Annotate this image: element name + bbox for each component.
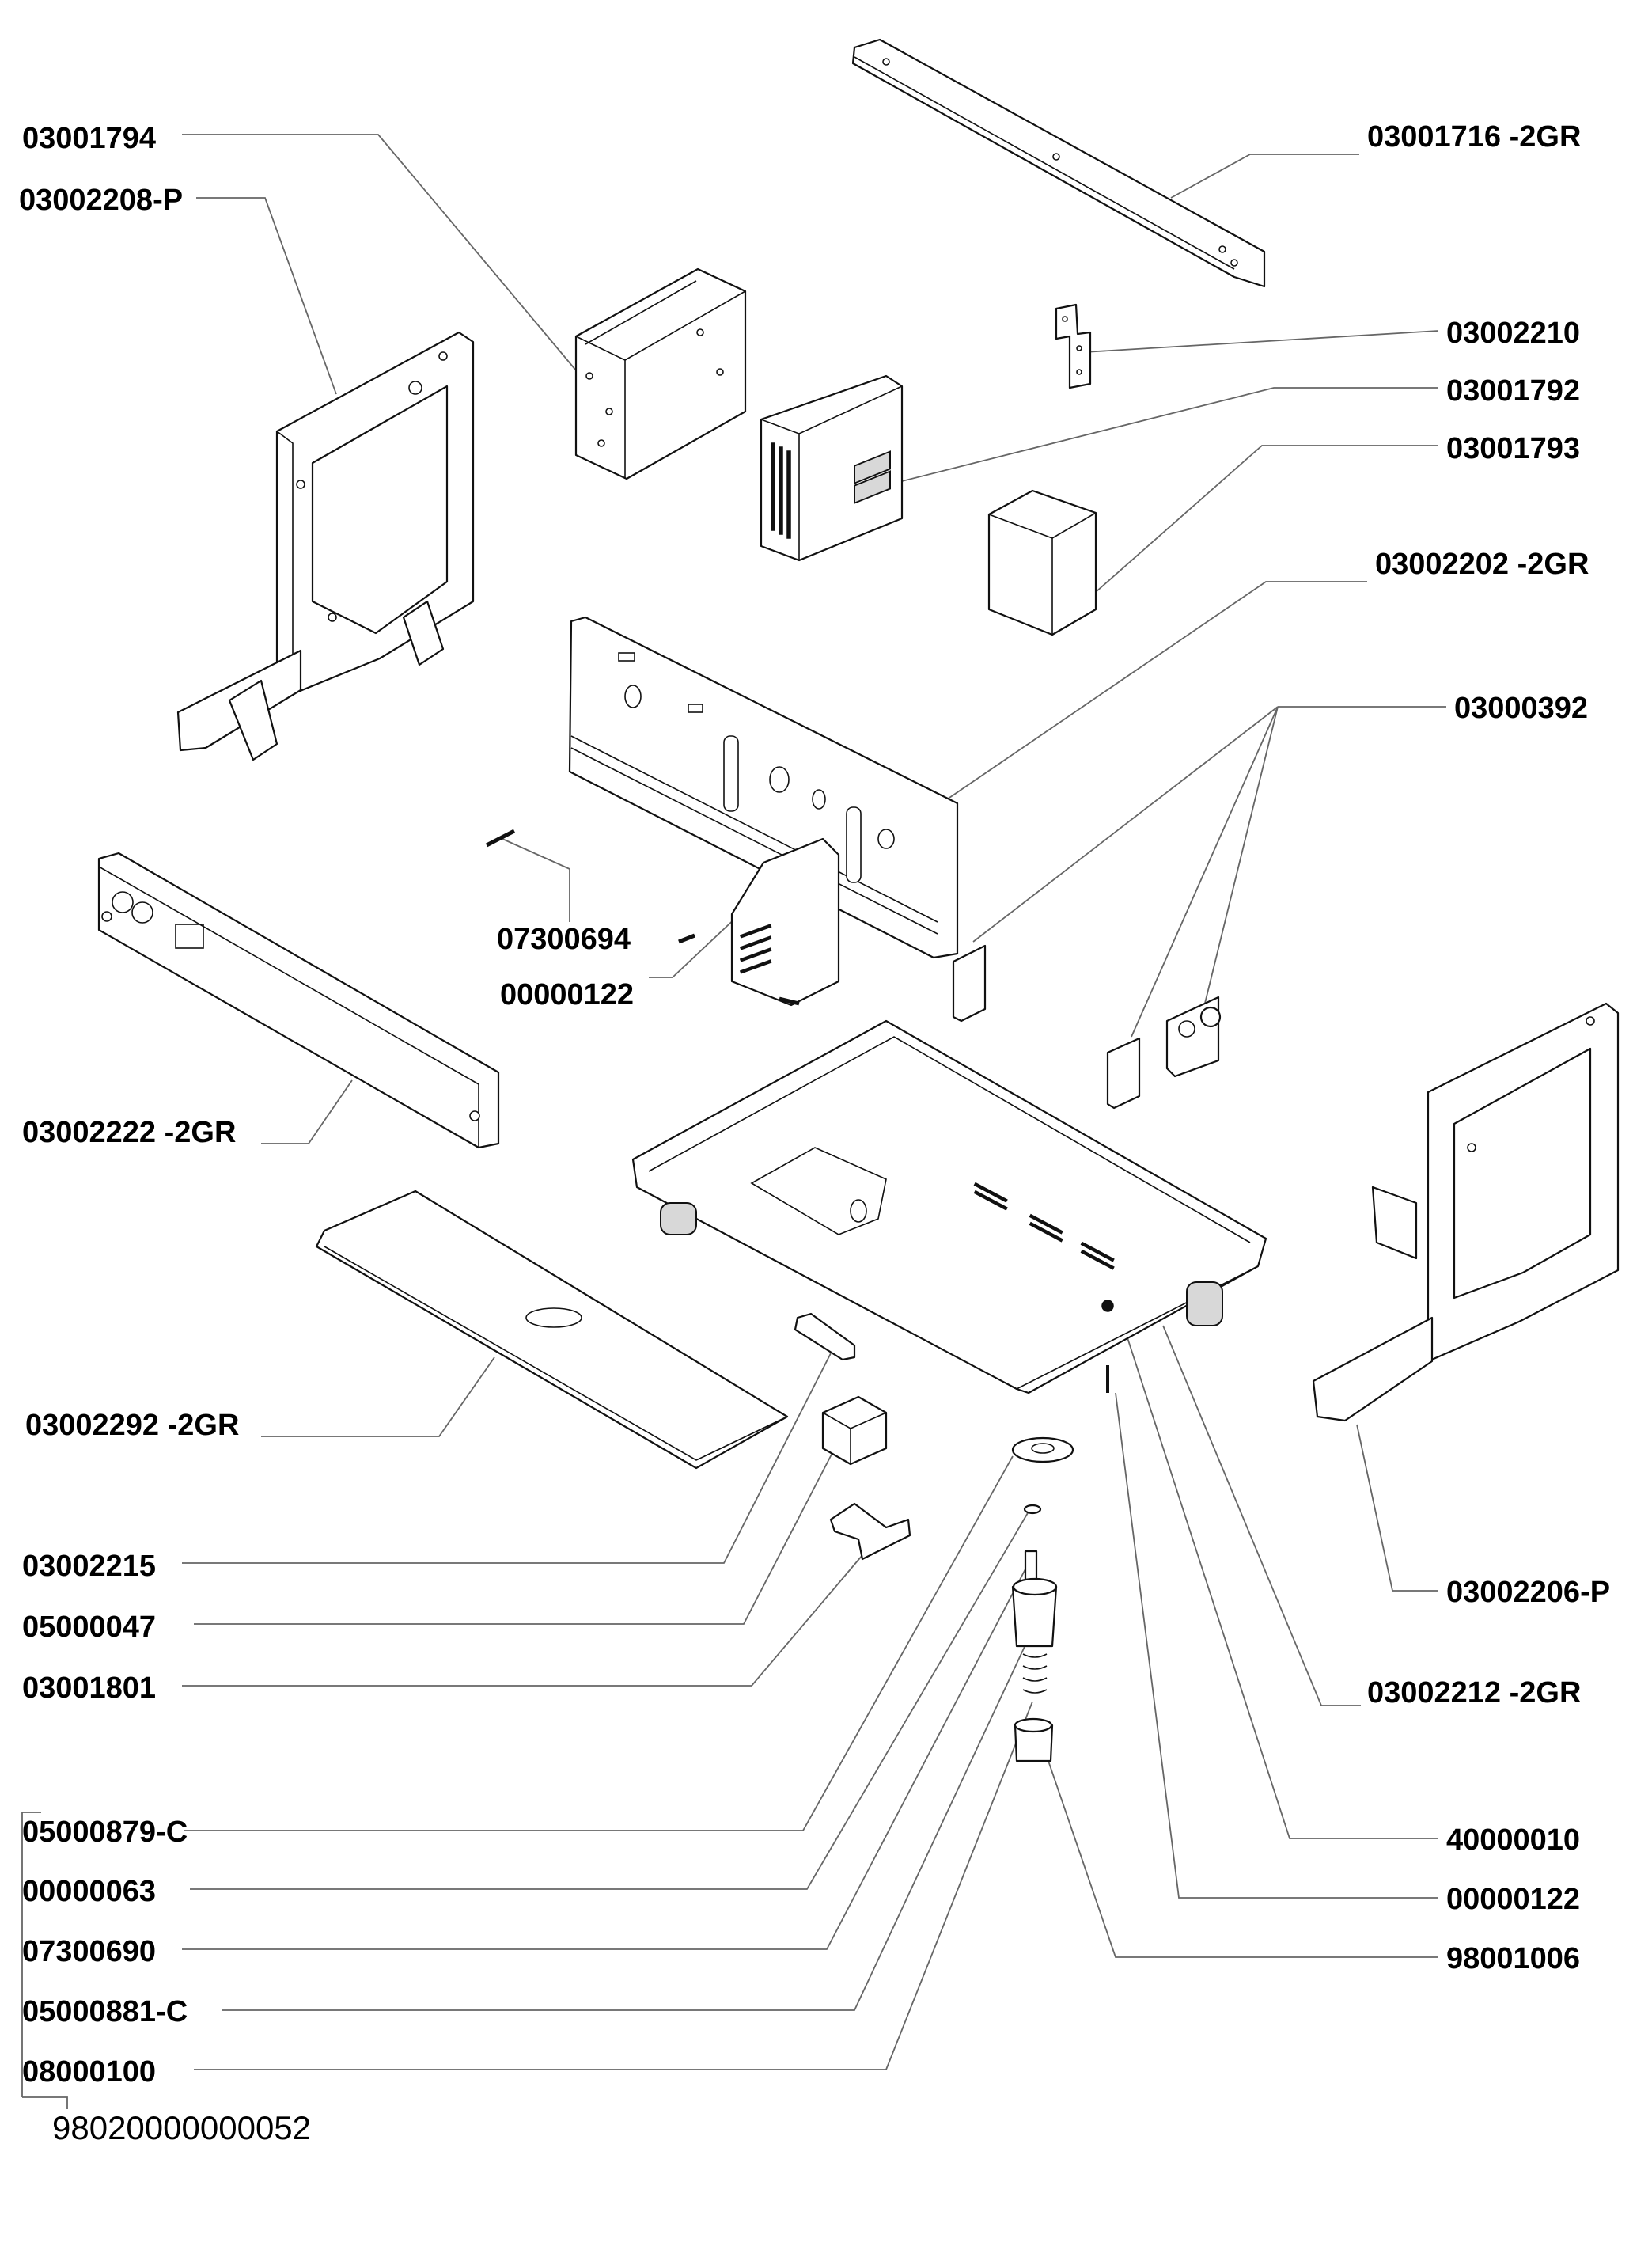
leader-03001792 — [901, 387, 1438, 482]
assembly-code-label[interactable]: 98020000000052 — [52, 2109, 312, 2146]
part-label-03002206-p[interactable]: 03002206-P — [1446, 1576, 1611, 1609]
part-label-40000010[interactable]: 40000010 — [1446, 1823, 1581, 1857]
transformer-box-part — [987, 489, 1097, 636]
leader-03002208P — [196, 197, 337, 395]
leader-98001006 — [1048, 1760, 1438, 1958]
leader-03002292 — [261, 1356, 495, 1437]
angle-bracket-part — [829, 1502, 911, 1561]
part-label-05000881-c[interactable]: 05000881-C — [22, 1995, 188, 2028]
part-label-08000100[interactable]: 08000100 — [22, 2055, 157, 2089]
part-label-00000122-a[interactable]: 00000122 — [500, 978, 635, 1011]
part-label-05000047[interactable]: 05000047 — [22, 1611, 157, 1644]
left-side-frame-part — [176, 331, 475, 761]
leader-03001794 — [182, 134, 577, 371]
leader-07300690 — [182, 1562, 1029, 1950]
leader-05000879C — [184, 1455, 1014, 1831]
part-label-03001794[interactable]: 03001794 — [22, 122, 157, 155]
leader-05000881C — [222, 1637, 1029, 2011]
leader-08000100 — [194, 1701, 1033, 2070]
tray-screw-part — [1101, 1300, 1114, 1393]
leader-03001801 — [182, 1554, 863, 1687]
part-label-07300690[interactable]: 07300690 — [22, 1935, 157, 1968]
leader-03002206P — [1356, 1424, 1438, 1592]
clip-bracket-parts — [952, 944, 1222, 1110]
leader-07300694 — [502, 838, 570, 922]
leader-03002222 — [261, 1079, 353, 1144]
part-label-03002222[interactable]: 03002222 -2GR — [22, 1116, 237, 1149]
part-label-03002202[interactable]: 03002202 -2GR — [1375, 548, 1589, 581]
leader-03002212 — [1162, 1325, 1361, 1706]
part-label-03000392[interactable]: 03000392 — [1454, 692, 1589, 725]
leader-03001716 — [1170, 154, 1359, 199]
leader-40000010 — [1123, 1325, 1438, 1839]
leader-00000063 — [190, 1511, 1029, 1890]
part-label-03002210[interactable]: 03002210 — [1446, 317, 1581, 350]
part-label-03001793[interactable]: 03001793 — [1446, 432, 1581, 465]
leader-03002202 — [929, 581, 1367, 812]
vented-cover-part — [760, 374, 904, 562]
adjustable-foot-assembly — [1011, 1436, 1074, 1762]
back-panel-part — [568, 616, 959, 959]
part-label-07300694[interactable]: 07300694 — [497, 923, 631, 956]
part-label-03002208-p[interactable]: 03002208-P — [19, 184, 184, 217]
assembly-bracket-bottom — [22, 2096, 68, 2109]
part-label-03001801[interactable]: 03001801 — [22, 1671, 157, 1705]
open-box-part — [574, 267, 747, 480]
top-rail-part — [851, 38, 1266, 288]
part-label-03001792[interactable]: 03001792 — [1446, 374, 1581, 408]
center-vented-box-part — [730, 837, 840, 1007]
base-tray-part — [631, 1019, 1267, 1394]
leader-lines — [21, 134, 1446, 2109]
pins-part — [485, 829, 800, 1006]
leader-03002210 — [1083, 330, 1439, 353]
part-label-03002212[interactable]: 03002212 -2GR — [1367, 1676, 1582, 1709]
part-label-03001716[interactable]: 03001716 -2GR — [1367, 120, 1582, 154]
leader-03000392-a — [972, 706, 1279, 943]
relay-part — [821, 1395, 888, 1466]
leader-03002215 — [182, 1353, 832, 1564]
leader-03000392-c — [1198, 706, 1279, 1030]
part-label-00000122-b[interactable]: 00000122 — [1446, 1883, 1581, 1916]
small-bracket-part — [1055, 303, 1092, 389]
part-label-00000063[interactable]: 00000063 — [22, 1875, 157, 1908]
part-label-98001006[interactable]: 98001006 — [1446, 1942, 1581, 1975]
leader-05000047 — [194, 1448, 835, 1625]
leader-00000122a — [649, 913, 741, 978]
leader-03001793 — [1095, 445, 1438, 593]
part-label-03002215[interactable]: 03002215 — [22, 1550, 157, 1583]
drip-tray-part — [315, 1190, 789, 1470]
front-control-panel-part — [97, 852, 500, 1149]
leader-00000122b — [1115, 1392, 1438, 1899]
right-side-frame-part — [1312, 1002, 1620, 1422]
leader-03000392-b — [1131, 706, 1279, 1038]
hinge-bracket-part — [794, 1312, 856, 1361]
part-label-05000879-c[interactable]: 05000879-C — [22, 1816, 188, 1849]
part-label-03002292[interactable]: 03002292 -2GR — [25, 1409, 240, 1442]
